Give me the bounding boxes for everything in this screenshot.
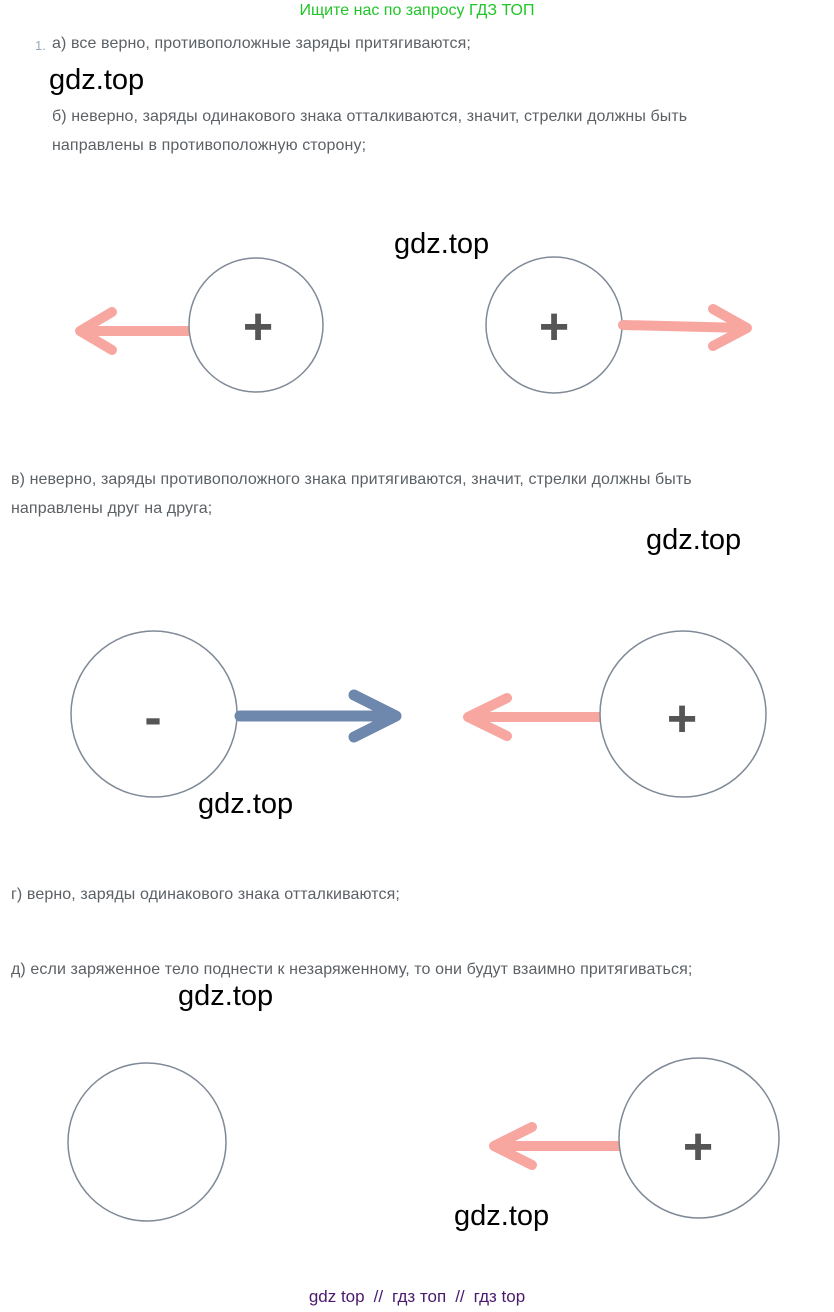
arrow-right-pink [618, 304, 752, 351]
paragraph-v-line2: направлены друг на друга; [11, 500, 213, 517]
paragraph-v-line1: в) неверно, заряды противоположного знак… [11, 471, 692, 488]
paragraph-d: д) если заряженное тело поднести к незар… [11, 961, 693, 978]
watermark: gdz.top [198, 788, 294, 820]
arrow-left-pink [463, 693, 605, 741]
footer-links: gdz top // гдз топ // гдз top [0, 1287, 834, 1307]
watermark: gdz.top [646, 524, 742, 556]
footer-link-gdz-top-cyrillic[interactable]: гдз топ [392, 1287, 447, 1306]
footer-link-gdz-top-mixed[interactable]: гдз top [473, 1287, 526, 1306]
uncharged-circle [67, 1062, 227, 1222]
paragraph-b-line2: направлены в противоположную сторону; [52, 137, 367, 154]
arrow-left-pink [489, 1122, 624, 1170]
arrow-right-blue [234, 689, 402, 743]
footer-link-gdz-top[interactable]: gdz top [308, 1287, 365, 1306]
diagram-v: - + [70, 630, 767, 798]
plus-sign: + [667, 690, 697, 748]
plus-sign: + [683, 1118, 713, 1176]
watermark: gdz.top [454, 1200, 550, 1232]
arrow-left-pink [75, 307, 193, 355]
minus-sign: - [144, 689, 161, 747]
paragraph-a: а) все верно, противоположные заряды при… [52, 35, 471, 52]
plus-sign: + [539, 298, 569, 356]
watermark: gdz.top [49, 64, 145, 96]
item-number: 1. [35, 38, 46, 53]
charge-circle [618, 1057, 780, 1219]
charge-circle [599, 630, 767, 798]
footer-separator: // [373, 1287, 384, 1306]
plus-sign: + [243, 298, 273, 356]
paragraph-g: г) верно, заряды одинакового знака оттал… [11, 886, 400, 903]
footer-separator: // [455, 1287, 465, 1306]
paragraph-b-line1: б) неверно, заряды одинакового знака отт… [52, 108, 688, 125]
watermark: gdz.top [178, 980, 274, 1012]
diagram-d: + [67, 1057, 780, 1222]
diagram-b: + + [75, 256, 752, 394]
search-banner: Ищите нас по запросу ГДЗ ТОП [299, 2, 535, 19]
charge-circle [188, 257, 324, 393]
watermark: gdz.top [394, 228, 490, 260]
